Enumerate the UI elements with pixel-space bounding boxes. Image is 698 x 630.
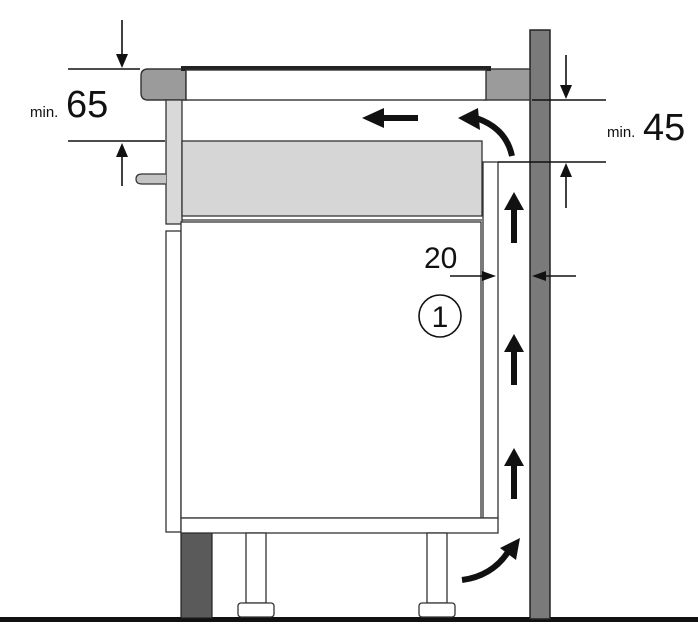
dim-arrow-right-top [560, 85, 572, 99]
cabinet-bottom [180, 517, 499, 534]
dim-arrow-left-top [116, 54, 128, 68]
airflow-arrow-top-curve [474, 115, 515, 157]
airflow-up-arrows [504, 192, 524, 499]
cabinet-left-side [165, 230, 182, 533]
airflow-arrow-left-head [362, 108, 384, 128]
drawer-handle [135, 173, 166, 185]
airflow-arrow-top-head [458, 108, 480, 130]
wall [529, 29, 551, 620]
dim-arrow-left-bottom [116, 143, 128, 157]
dim-left-value: 65 [66, 84, 108, 126]
airflow-arrow-bottom-curve [461, 550, 511, 583]
dim-gap-arrow-right [532, 271, 546, 281]
callout-circle [418, 294, 462, 338]
hob-body [181, 140, 483, 217]
callout-number: 1 [432, 301, 449, 334]
dim-right-prefix: min. [607, 124, 635, 141]
dim-gap-value: 20 [424, 242, 457, 275]
dim-gap-arrow-left [482, 271, 496, 281]
dimension-right [498, 55, 606, 208]
front-rail [165, 99, 183, 225]
leg-right [418, 532, 456, 618]
hob-frame [185, 69, 487, 101]
airflow-arrow-up-3 [504, 448, 524, 499]
hob-glass [181, 66, 491, 71]
cabinet-back-panel [482, 161, 499, 519]
worktop [140, 68, 187, 101]
dim-left-prefix: min. [30, 104, 58, 121]
worktop-right [483, 68, 531, 101]
airflow-arrow-left-shaft [382, 115, 418, 121]
floor-line [0, 617, 698, 622]
plinth-panel [180, 532, 213, 619]
leg-left [237, 532, 275, 618]
airflow-arrow-bottom-head [500, 538, 520, 560]
cabinet-body [180, 221, 482, 519]
airflow-arrow-up-1 [504, 192, 524, 243]
airflow-arrow-up-2 [504, 334, 524, 385]
dim-right-value: 45 [643, 107, 685, 149]
dim-arrow-right-bottom [560, 163, 572, 177]
dimension-left [68, 20, 165, 186]
